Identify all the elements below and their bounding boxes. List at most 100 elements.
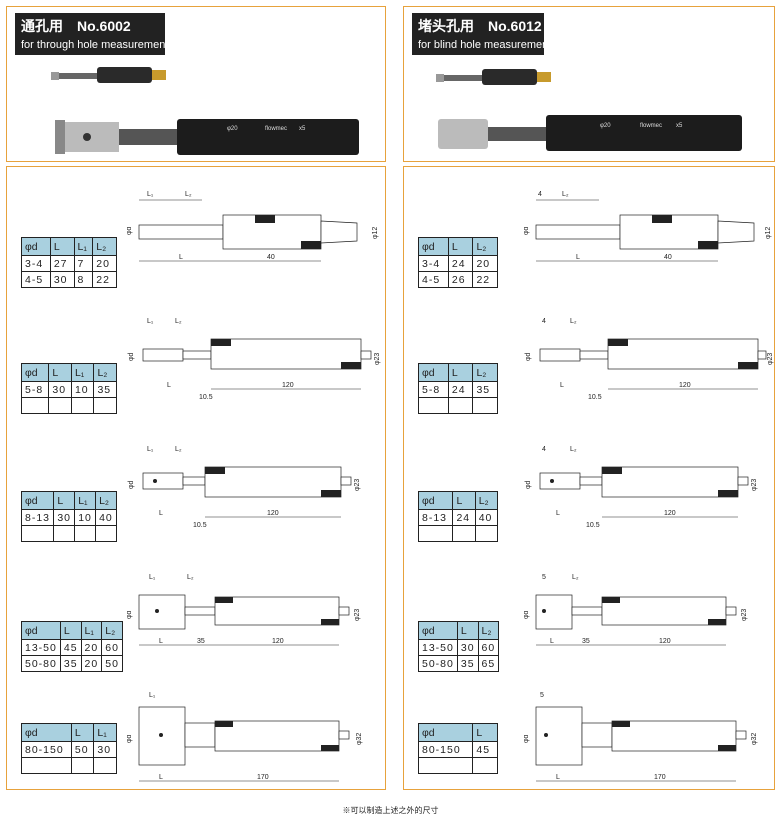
svg-text:L₂: L₂ xyxy=(570,318,577,325)
dimension-drawing-4: L₁ L₂ L 35 120 φd φ23 xyxy=(127,574,361,646)
svg-text:φd: φd xyxy=(127,734,133,743)
svg-text:L₂: L₂ xyxy=(570,446,577,453)
title-bar: 通孔用 No.6002 for through hole measurement xyxy=(15,13,168,55)
svg-text:120: 120 xyxy=(272,638,284,645)
svg-text:120: 120 xyxy=(282,382,294,389)
product-subtitle: for blind hole measurement xyxy=(418,39,552,51)
product-title: 通孔用 No.6002 xyxy=(21,18,131,34)
photo-brand: flowmec xyxy=(265,126,287,132)
product-photo-panel: 通孔用 No.6002 for through hole measurement… xyxy=(6,6,386,162)
svg-text:φ23: φ23 xyxy=(767,353,774,365)
svg-text:10.5: 10.5 xyxy=(586,522,600,529)
svg-text:L₂: L₂ xyxy=(187,574,194,581)
svg-text:φd: φd xyxy=(525,352,532,361)
through-hole-column: 通孔用 No.6002 for through hole measurement… xyxy=(6,6,386,790)
svg-text:40: 40 xyxy=(267,254,275,261)
gauge-photo: φ20 flowmec x5 xyxy=(51,67,359,155)
dimension-drawing-3: 4 L₂ L 10.5 120 φd φ23 xyxy=(525,446,758,529)
svg-text:10.5: 10.5 xyxy=(193,522,207,529)
svg-text:L₁: L₁ xyxy=(149,692,156,699)
svg-text:φd: φd xyxy=(524,734,530,743)
svg-text:L: L xyxy=(576,254,580,261)
gauge-photo: φ20 flowmec x5 xyxy=(436,69,742,151)
svg-text:5: 5 xyxy=(540,692,544,699)
title-bar: 堵头孔用 No.6012 for blind hole measurement xyxy=(412,13,551,55)
svg-text:L₁: L₁ xyxy=(147,318,154,325)
dimension-drawing-5: L₁ L 170 φd φ32 xyxy=(127,692,363,782)
dimension-drawing-5: 5 L 170 φd φ32 xyxy=(524,692,758,782)
product-title: 堵头孔用 No.6012 xyxy=(418,18,542,34)
dimension-drawing-2: L₁ L₂ L 10.5 120 φd φ23 xyxy=(128,318,381,401)
svg-text:L₂: L₂ xyxy=(562,191,569,198)
svg-text:L: L xyxy=(179,254,183,261)
svg-text:φ23: φ23 xyxy=(354,479,361,491)
svg-text:φd: φd xyxy=(524,226,530,235)
svg-text:10.5: 10.5 xyxy=(588,394,602,401)
svg-text:φ23: φ23 xyxy=(374,353,381,365)
dimension-drawing-2: 4 L₂ L 10.5 120 φd φ23 xyxy=(525,318,774,401)
svg-text:35: 35 xyxy=(197,638,205,645)
svg-text:φd: φd xyxy=(128,480,135,489)
svg-text:L₁: L₁ xyxy=(149,574,156,581)
svg-text:L₁: L₁ xyxy=(147,191,154,198)
svg-text:35: 35 xyxy=(582,638,590,645)
svg-text:4: 4 xyxy=(542,446,546,453)
svg-text:L: L xyxy=(556,510,560,517)
photo-mag: x5 xyxy=(676,123,683,129)
svg-text:120: 120 xyxy=(664,510,676,517)
svg-text:5: 5 xyxy=(542,574,546,581)
svg-text:φ32: φ32 xyxy=(356,733,363,745)
svg-text:4: 4 xyxy=(538,191,542,198)
svg-text:φd: φd xyxy=(128,352,135,361)
dimension-drawing-1: L₁ L₂ L 40 φd φ12 xyxy=(127,191,379,262)
svg-text:φ23: φ23 xyxy=(751,479,758,491)
svg-text:L₁: L₁ xyxy=(147,446,154,453)
svg-text:φ23: φ23 xyxy=(354,609,361,621)
svg-text:φ12: φ12 xyxy=(372,227,379,239)
svg-text:L: L xyxy=(550,638,554,645)
svg-text:L: L xyxy=(167,382,171,389)
svg-text:L: L xyxy=(560,382,564,389)
dimension-drawing-4: 5 L₂ L 35 120 φd φ23 xyxy=(524,574,748,646)
svg-text:40: 40 xyxy=(664,254,672,261)
svg-text:φd: φd xyxy=(127,226,133,235)
footnote: ※可以制造上述之外的尺寸 xyxy=(342,806,439,815)
photo-mag: x5 xyxy=(299,126,306,132)
product-photo-panel: 堵头孔用 No.6012 for blind hole measurement … xyxy=(403,6,775,162)
blind-hole-column: 堵头孔用 No.6012 for blind hole measurement … xyxy=(403,6,775,790)
svg-text:L: L xyxy=(556,774,560,781)
svg-text:L: L xyxy=(159,774,163,781)
svg-text:170: 170 xyxy=(257,774,269,781)
photo-brand: flowmec xyxy=(640,123,662,129)
svg-text:120: 120 xyxy=(659,638,671,645)
svg-text:φd: φd xyxy=(524,610,530,619)
svg-text:120: 120 xyxy=(267,510,279,517)
svg-text:4: 4 xyxy=(542,318,546,325)
svg-text:L₂: L₂ xyxy=(572,574,579,581)
dimension-drawing-3: L₁ L₂ L 10.5 120 φd φ23 xyxy=(128,446,361,529)
svg-text:120: 120 xyxy=(679,382,691,389)
svg-text:L₂: L₂ xyxy=(185,191,192,198)
svg-text:170: 170 xyxy=(654,774,666,781)
photo-marking: φ20 xyxy=(600,123,611,129)
svg-text:φ32: φ32 xyxy=(751,733,758,745)
